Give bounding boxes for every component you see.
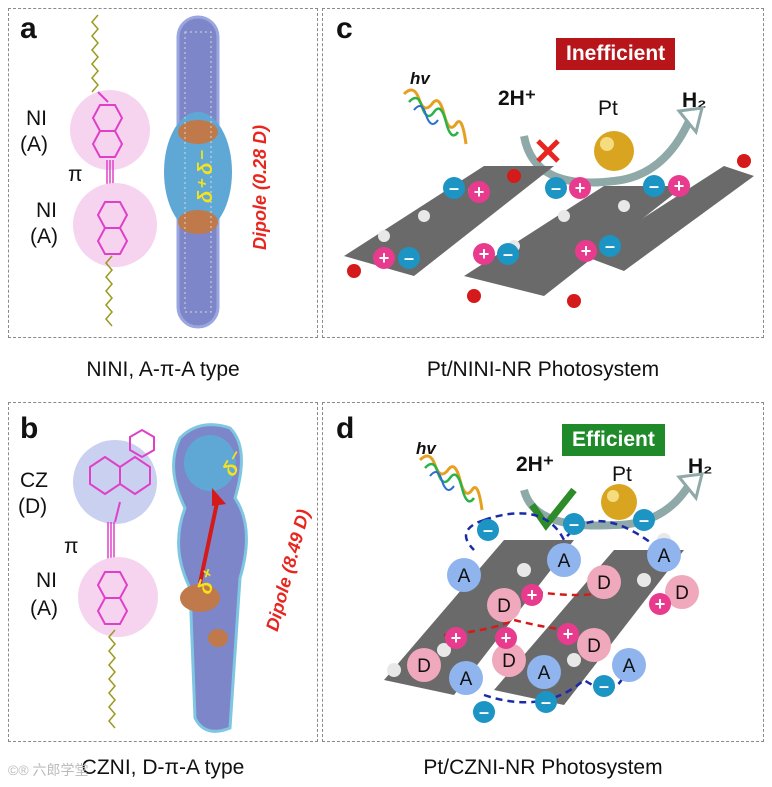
svg-text:D: D — [497, 596, 511, 617]
svg-text:–: – — [649, 176, 659, 196]
svg-text:A: A — [658, 546, 671, 567]
hv-label-c: hv — [410, 66, 430, 92]
efficient-badge: Efficient — [562, 424, 665, 456]
svg-text:+: + — [474, 182, 485, 202]
svg-text:D: D — [597, 573, 611, 594]
nanorod-scene-c: – + – + – + + – + – + – — [324, 96, 764, 336]
panel-label-c: c — [336, 12, 353, 46]
svg-text:A: A — [460, 669, 473, 690]
svg-text:+: + — [379, 248, 390, 268]
hv-label-d: hv — [416, 436, 436, 462]
caption-d: Pt/CZNI-NR Photosystem — [322, 756, 764, 780]
nini-linker-label: π — [68, 162, 83, 188]
svg-text:A: A — [458, 566, 471, 587]
svg-text:–: – — [404, 248, 414, 268]
nini-delta-charges: δ⁺ δ⁻ — [193, 152, 218, 203]
svg-text:D: D — [675, 583, 689, 604]
svg-text:D: D — [417, 656, 431, 677]
svg-text:–: – — [639, 510, 649, 530]
svg-text:–: – — [569, 514, 579, 534]
czni-linker-label: π — [64, 534, 79, 560]
svg-text:+: + — [451, 628, 462, 648]
watermark: ©® 六郎学堂 — [8, 760, 89, 780]
panel-label-b: b — [20, 412, 38, 446]
nanorod-scene-d: A A A D D D D D D A A A – – – + + + + + … — [324, 480, 764, 730]
czni-top-unit-label: CZ — [20, 468, 48, 494]
svg-text:–: – — [599, 676, 609, 696]
czni-top-unit-role: (D) — [18, 494, 47, 520]
panel-label-d: d — [336, 412, 354, 446]
panel-label-a: a — [20, 12, 37, 46]
nini-dipole-label: Dipole (0.28 D) — [250, 125, 271, 250]
svg-text:–: – — [503, 244, 513, 264]
svg-text:+: + — [674, 176, 685, 196]
svg-text:A: A — [538, 663, 551, 684]
svg-text:–: – — [541, 692, 551, 712]
czni-bottom-unit-role: (A) — [30, 596, 58, 622]
svg-text:–: – — [483, 520, 493, 540]
svg-text:D: D — [587, 636, 601, 657]
svg-text:A: A — [558, 551, 571, 572]
svg-text:–: – — [479, 702, 489, 722]
svg-text:–: – — [605, 236, 615, 256]
nini-bottom-unit-label: NI — [36, 198, 57, 224]
reactant-label-d: 2H⁺ — [516, 452, 554, 478]
svg-text:+: + — [479, 244, 490, 264]
caption-c: Pt/NINI-NR Photosystem — [322, 358, 764, 382]
svg-text:+: + — [581, 241, 592, 261]
nini-top-unit-role: (A) — [20, 132, 48, 158]
caption-a: NINI, A-π-A type — [8, 358, 318, 382]
svg-text:+: + — [501, 628, 512, 648]
svg-text:+: + — [655, 594, 666, 614]
svg-text:+: + — [575, 178, 586, 198]
svg-text:D: D — [502, 651, 516, 672]
svg-text:–: – — [449, 178, 459, 198]
svg-text:+: + — [563, 624, 574, 644]
inefficient-badge: Inefficient — [556, 38, 675, 70]
svg-text:A: A — [623, 656, 636, 677]
czni-bottom-unit-label: NI — [36, 568, 57, 594]
nini-top-unit-label: NI — [26, 106, 47, 132]
svg-text:–: – — [551, 178, 561, 198]
nini-bottom-unit-role: (A) — [30, 224, 58, 250]
svg-text:+: + — [527, 585, 538, 605]
